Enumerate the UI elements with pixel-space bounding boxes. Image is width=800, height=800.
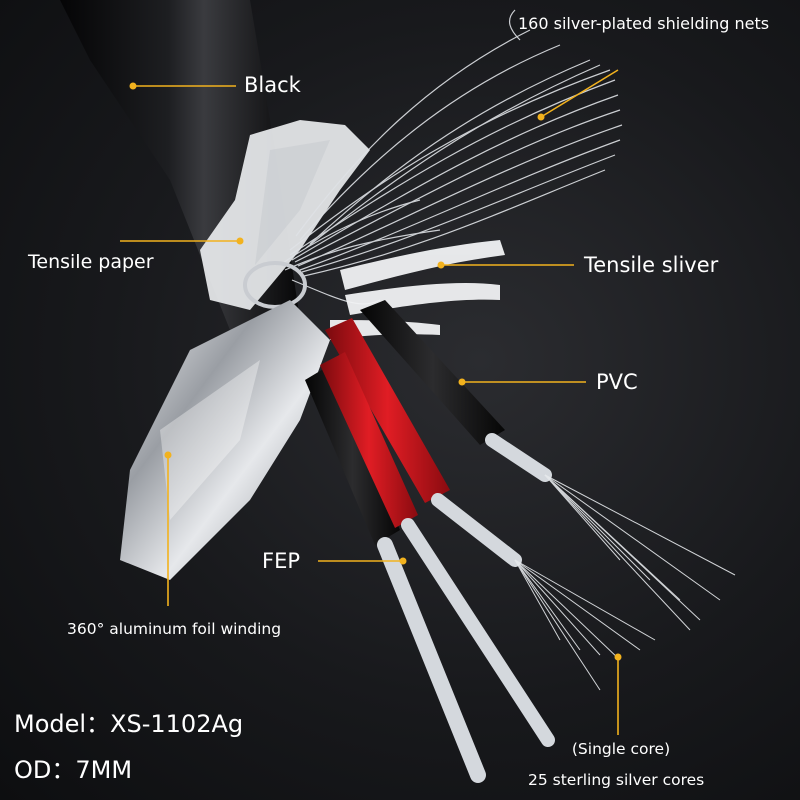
core-red-1 xyxy=(325,318,450,503)
core-red-2 xyxy=(320,352,418,528)
leader-dots xyxy=(129,82,622,661)
label-pvc: PVC xyxy=(596,370,638,394)
silver-core-strands xyxy=(514,474,736,691)
od-spec: OD：7MM xyxy=(14,756,133,784)
label-aluminum-foil: 360° aluminum foil winding xyxy=(67,620,282,638)
aluminum-foil xyxy=(120,300,330,580)
label-black: Black xyxy=(244,73,301,97)
label-silver-cores: 25 sterling silver cores xyxy=(528,771,705,789)
label-fep: FEP xyxy=(262,549,301,573)
model-spec: Model：XS-1102Ag xyxy=(14,710,244,738)
leader-lines xyxy=(120,69,619,735)
label-tensile-sliver: Tensile sliver xyxy=(584,253,719,277)
label-shielding: 160 silver-plated shielding nets xyxy=(518,14,770,33)
core-black-2 xyxy=(305,365,400,545)
silver-braids xyxy=(377,433,555,783)
core-black-1 xyxy=(360,300,505,445)
shielding-strands xyxy=(279,9,623,305)
label-single-core: (Single core) xyxy=(571,740,671,758)
label-tensile-paper: Tensile paper xyxy=(28,251,154,273)
